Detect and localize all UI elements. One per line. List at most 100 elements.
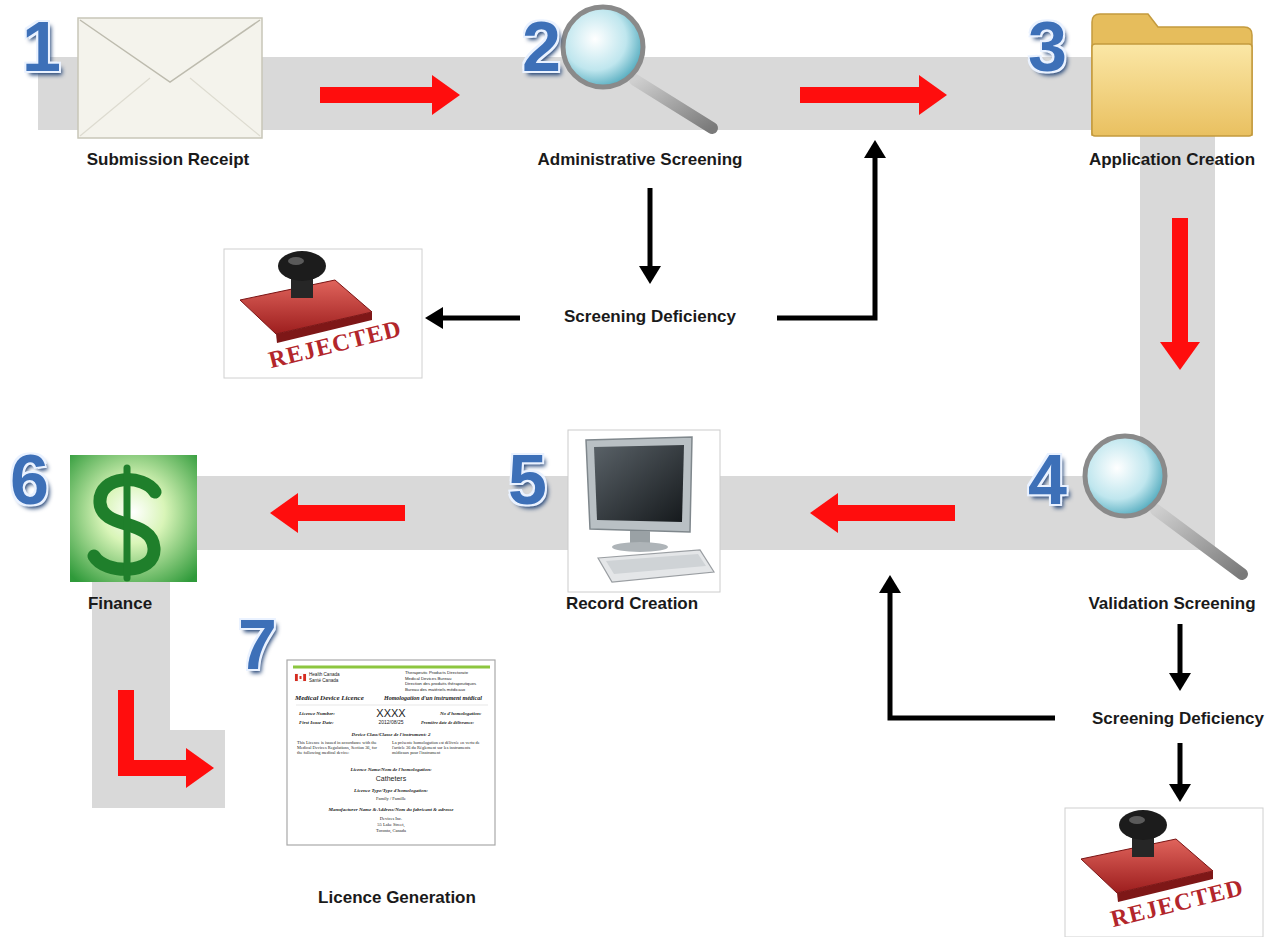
step-label: Administrative Screening	[537, 150, 742, 170]
arrow-shaft	[837, 505, 955, 521]
certificate-text: Licence Name/Nom de l'homologation:	[301, 767, 481, 773]
step-number: 7	[238, 610, 277, 680]
arrow-head	[639, 266, 661, 284]
arrow-shaft	[890, 592, 1055, 718]
flow-arrow	[320, 75, 460, 115]
rejected-stamp: REJECTED	[1065, 808, 1265, 937]
certificate-text: 2012/08/25	[366, 720, 416, 726]
certificate-text: Direction des produits thérapeutiques	[405, 682, 476, 687]
arrow-head	[425, 307, 443, 329]
certificate-text: XXXX	[361, 707, 421, 720]
stamp-text: REJECTED	[1108, 874, 1246, 932]
certificate-text: Medical Devices Bureau	[405, 677, 451, 682]
step-label: Submission Receipt	[87, 150, 249, 170]
process-step: 1Submission Receipt	[10, 8, 275, 173]
deficiency-arrow	[639, 188, 661, 284]
certificate-text: La présente homologation est délivrée en…	[392, 740, 486, 755]
deficiency-box: Screening Deficiency	[540, 300, 760, 334]
rejected-stamp-icon	[1065, 808, 1263, 937]
arrow-shaft	[1178, 743, 1183, 785]
certificate-text: Manufacturer Name & Address/Nom du fabri…	[291, 807, 491, 813]
arrow-shaft	[1178, 624, 1183, 674]
certificate-text: Licence Type/Type d'homologation:	[301, 788, 481, 794]
certificate-text: Family / Famille	[341, 796, 441, 801]
certificate-text: Devices Inc.	[341, 816, 441, 821]
finance-icon	[70, 455, 197, 582]
arrow-shaft	[648, 188, 653, 267]
arrow-head	[864, 140, 886, 158]
arrow-head	[432, 75, 460, 115]
licence-certificate	[287, 660, 495, 845]
step-number: 1	[22, 12, 61, 82]
step-number: 5	[508, 445, 547, 515]
certificate-text: No d'homologation:	[440, 711, 482, 717]
flow-arrow	[270, 493, 405, 533]
process-step: 4Validation Screening	[1022, 440, 1277, 618]
flow-arrow	[126, 690, 214, 788]
step-label: Screening Deficiency	[1092, 709, 1264, 729]
deficiency-box: Screening Deficiency	[1070, 703, 1275, 735]
arrow-shaft	[126, 690, 187, 768]
magnifier-icon	[1085, 436, 1242, 574]
certificate-text: Catheters	[351, 775, 431, 783]
certificate-text: Homologation d'un instrument médical	[384, 695, 482, 702]
certificate-text: Toronto, Canada	[341, 828, 441, 833]
rejected-stamp: REJECTED	[224, 249, 422, 378]
arrow-shaft	[297, 505, 405, 521]
arrow-head	[1169, 673, 1191, 691]
certificate-text: Bureau des matériels médicaux	[405, 688, 465, 693]
arrow-shaft	[800, 87, 920, 103]
step-number: 3	[1028, 12, 1067, 82]
step-label: Screening Deficiency	[564, 307, 736, 327]
computer-icon	[568, 430, 720, 592]
magnifier-icon	[563, 7, 712, 128]
step-label: Validation Screening	[1088, 594, 1255, 614]
deficiency-arrow	[425, 307, 520, 329]
certificate-text: Licence Number:	[299, 711, 335, 717]
flow-arrow	[800, 75, 947, 115]
arrow-head	[1169, 784, 1191, 802]
arrow-shaft	[777, 157, 875, 318]
deficiency-arrow	[1169, 743, 1191, 802]
process-band	[38, 57, 1215, 808]
folder-icon	[1092, 14, 1252, 136]
deficiency-arrow	[777, 140, 886, 318]
certificate-text: 55 Lake Street,	[341, 822, 441, 827]
arrow-shaft	[320, 87, 433, 103]
process-step: 3Application Creation	[1022, 8, 1277, 173]
deficiency-arrow	[879, 575, 1055, 718]
arrow-head	[270, 493, 298, 533]
step-label: Finance	[88, 594, 152, 614]
arrow-head	[810, 493, 838, 533]
process-step: 7Licence Generation	[232, 608, 502, 910]
step-number: 4	[1028, 445, 1067, 515]
certificate-text: Device Class/Classe de l'instrument: 2	[301, 732, 481, 738]
certificate-text: Santé Canada	[309, 678, 338, 683]
step-label: Record Creation	[566, 594, 698, 614]
flow-arrow	[810, 493, 955, 533]
step-label: Licence Generation	[318, 888, 476, 908]
envelope-icon	[78, 18, 262, 138]
step-number: 6	[10, 445, 49, 515]
arrow-shaft	[1172, 218, 1188, 343]
stamp-text: REJECTED	[266, 315, 404, 373]
certificate-text: First Issue Date:	[299, 720, 334, 726]
arrow-head	[879, 575, 901, 593]
certificate-text: This Licence is issued in accordance wit…	[297, 740, 383, 755]
certificate-text: Medical Device Licence	[295, 694, 364, 702]
process-step: 6Finance	[8, 440, 208, 618]
certificate-text: Première date de délivrance:	[421, 720, 474, 725]
arrow-head	[186, 748, 214, 788]
arrow-head	[1160, 342, 1200, 370]
flow-arrow	[1160, 218, 1200, 370]
rejected-stamp-icon	[224, 249, 422, 378]
deficiency-arrow	[1169, 624, 1191, 691]
arrow-head	[919, 75, 947, 115]
process-step: 5Record Creation	[500, 428, 730, 618]
step-number: 2	[522, 12, 561, 82]
step-label: Application Creation	[1089, 150, 1255, 170]
arrow-shaft	[442, 316, 520, 321]
process-step: 2Administrative Screening	[515, 8, 770, 173]
